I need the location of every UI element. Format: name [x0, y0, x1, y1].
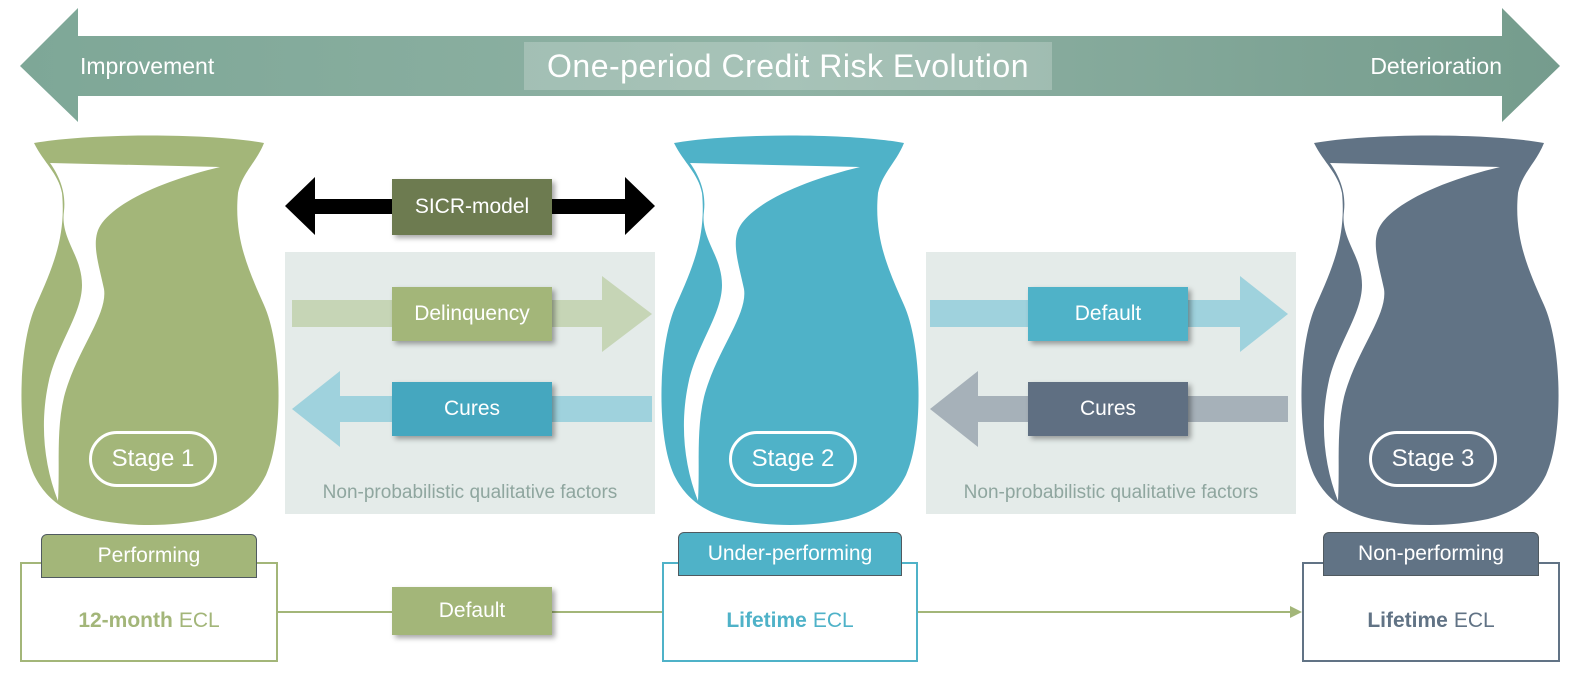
stage2-label: Stage 2 [729, 431, 857, 487]
arrowhead-icon [1290, 606, 1302, 618]
stage3-ecl-horizon: Lifetime [1367, 609, 1448, 632]
delinquency-box: Delinquency [392, 287, 552, 341]
stage2-ecl-text: ECL [812, 609, 854, 632]
stage2-ecl-horizon: Lifetime [726, 609, 807, 632]
non-performing-tab: Non-performing [1323, 532, 1539, 576]
qualitative-factors-note-left: Non-probabilistic qualitative factors [322, 482, 618, 503]
deterioration-label: Deterioration [1370, 52, 1502, 79]
stage1-ecl-box: 12-month ECL [20, 562, 278, 662]
cures-box-left: Cures [392, 382, 552, 436]
performing-tab: Performing [41, 534, 257, 578]
under-performing-tab: Under-performing [678, 532, 902, 576]
default-box: Default [1028, 287, 1188, 341]
stage1-label: Stage 1 [89, 431, 217, 487]
improvement-label: Improvement [80, 52, 215, 79]
sicr-model-box: SICR-model [392, 179, 552, 235]
stage3-ecl-text: ECL [1453, 609, 1495, 632]
default-transition-box: Default [392, 587, 552, 635]
stage2-ecl-box: Lifetime ECL [662, 562, 918, 662]
stage1-ecl-text: ECL [178, 609, 220, 632]
stage3-label: Stage 3 [1369, 431, 1497, 487]
cures-box-right: Cures [1028, 382, 1188, 436]
diagram-title: One-period Credit Risk Evolution [524, 42, 1052, 90]
stage1-ecl-horizon: 12-month [78, 609, 173, 632]
stage3-ecl-box: Lifetime ECL [1302, 562, 1560, 662]
qualitative-factors-note-right: Non-probabilistic qualitative factors [963, 482, 1259, 503]
